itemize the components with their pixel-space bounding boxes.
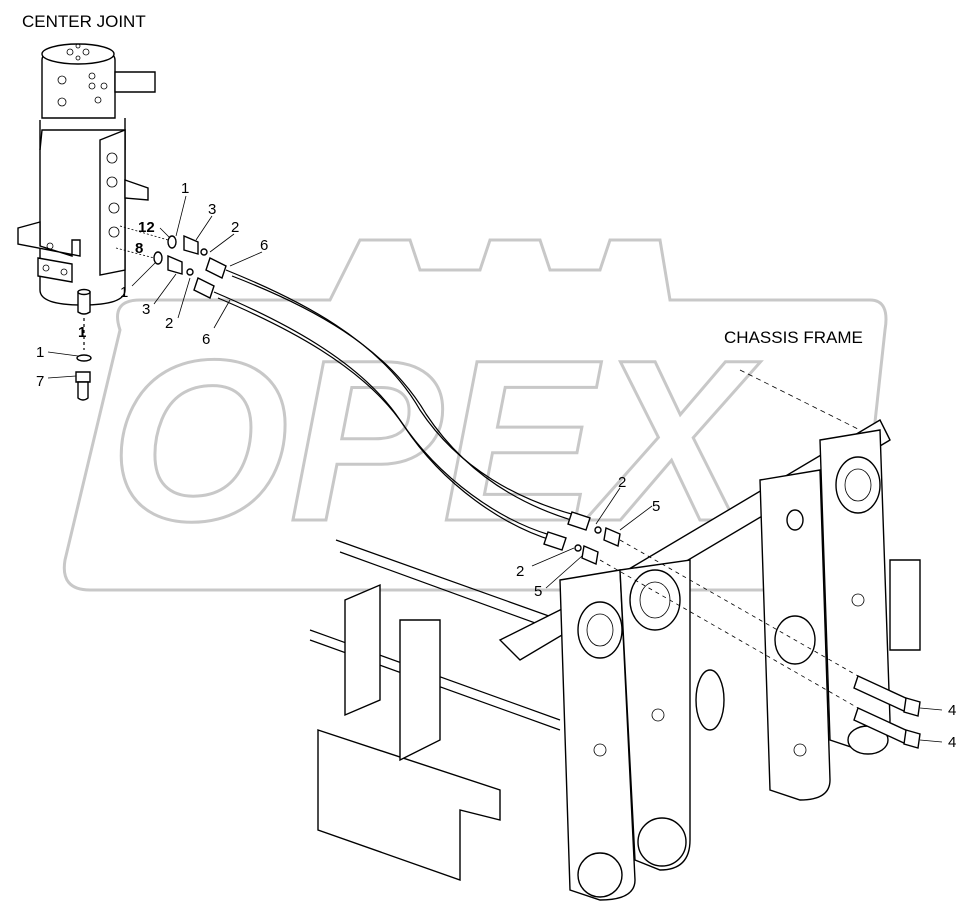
leader-lines xyxy=(47,195,943,743)
watermark-text: OPEX xyxy=(110,312,761,569)
bolts-4 xyxy=(599,539,921,749)
callout-2-right: 2 xyxy=(618,474,626,491)
callout-3-left: 3 xyxy=(142,301,150,318)
callouts: 1 3 2 6 12 8 1 3 2 6 1 1 7 2 5 2 5 4 4 xyxy=(36,180,956,751)
callout-4-bottom: 4 xyxy=(948,734,956,751)
callout-2-right-low: 2 xyxy=(516,563,524,580)
center-fittings xyxy=(115,225,227,299)
callout-1-oring: 1 xyxy=(36,344,44,361)
center-joint-title: CENTER JOINT xyxy=(22,12,146,31)
callout-5-right-low: 5 xyxy=(534,583,542,600)
chassis-frame-title: CHASSIS FRAME xyxy=(724,328,863,347)
chassis-frame xyxy=(309,369,921,901)
callout-12: 12 xyxy=(138,219,155,236)
callout-5-right: 5 xyxy=(652,498,660,515)
callout-7: 7 xyxy=(36,373,44,390)
callout-8: 8 xyxy=(135,240,143,257)
callout-6-low: 6 xyxy=(202,331,210,348)
callout-2-top: 2 xyxy=(231,219,239,236)
callout-1-left: 1 xyxy=(120,284,128,301)
hoses xyxy=(213,269,591,551)
fitting-7 xyxy=(75,318,92,401)
center-joint xyxy=(17,43,156,315)
callout-3-top: 3 xyxy=(208,201,216,218)
callout-6-top: 6 xyxy=(260,237,268,254)
callout-2-low: 2 xyxy=(165,315,173,332)
callout-1-bold: 1 xyxy=(78,324,86,341)
callout-4-top: 4 xyxy=(948,702,956,719)
frame-fittings xyxy=(574,526,621,565)
callout-1-top: 1 xyxy=(181,180,189,197)
watermark-logo: OPEX xyxy=(62,238,888,592)
